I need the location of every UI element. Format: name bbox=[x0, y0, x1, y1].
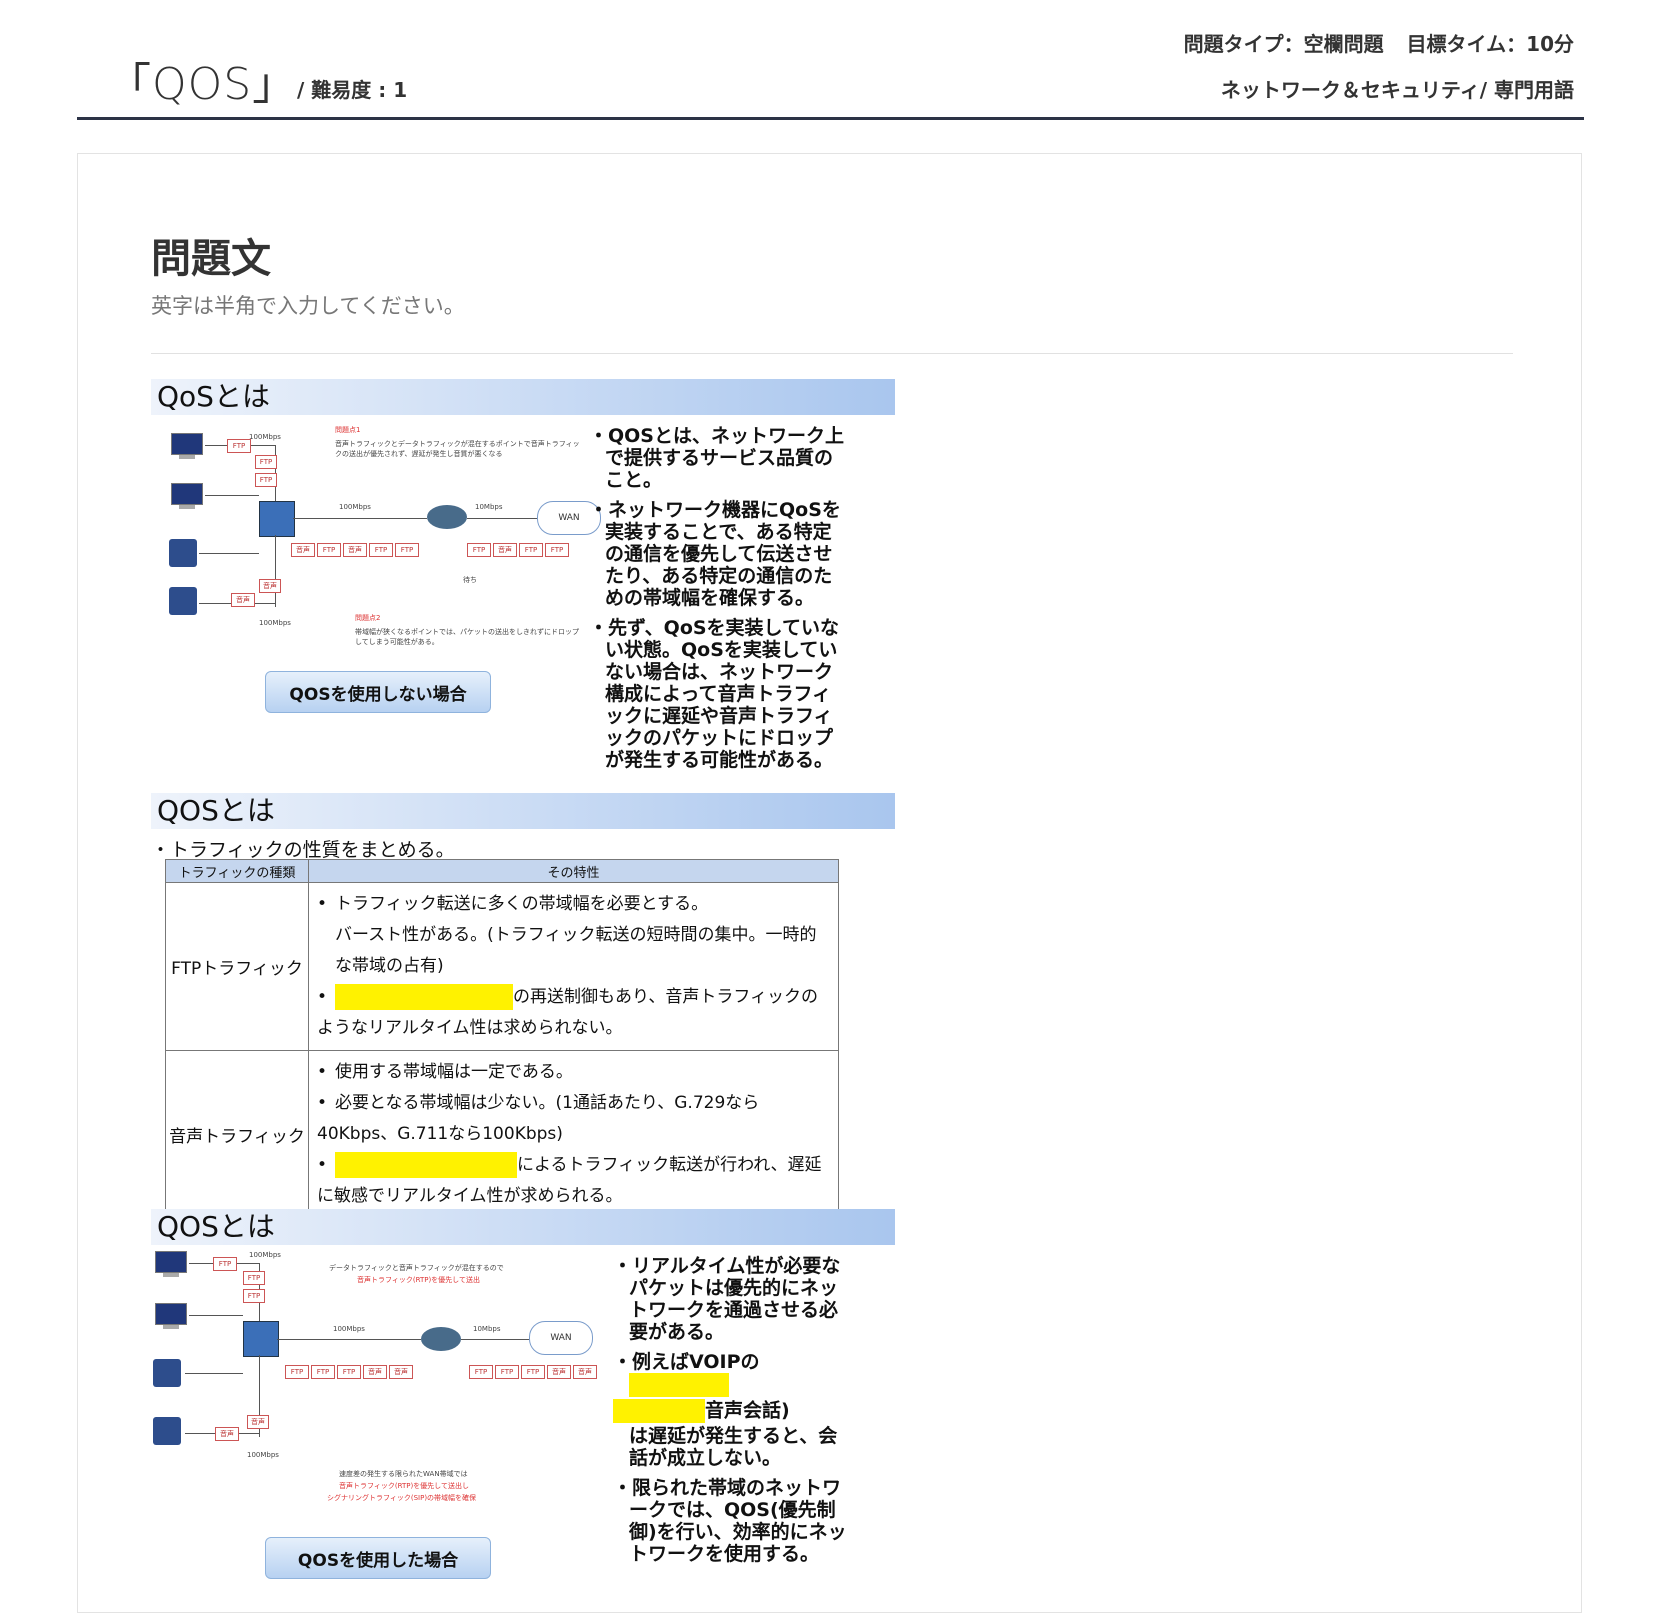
router-icon bbox=[427, 505, 467, 529]
difficulty-label: / 難易度 : 1 bbox=[297, 78, 408, 102]
traffic-category: FTPトラフィック bbox=[165, 882, 309, 1051]
switch-icon bbox=[259, 501, 295, 537]
problem-title: 「QOS」 bbox=[107, 59, 298, 110]
slide-qos-with: QOSとは WAN 100Mbps 100Mbps 10Mbps 100Mbps… bbox=[151, 1209, 895, 1587]
slide-title-band: QoSとは bbox=[151, 379, 895, 415]
traffic-category: 音声トラフィック bbox=[165, 1050, 309, 1219]
qos-without-label: QOSを使用しない場合 bbox=[265, 671, 491, 713]
divider bbox=[151, 353, 1513, 354]
table-row: 音声トラフィック •使用する帯域幅は一定である。 •必要となる帯域幅は少ない。(… bbox=[165, 1050, 839, 1219]
slide-title-band: QOSとは bbox=[151, 793, 895, 829]
traffic-description: •トラフィック転送に多くの帯域幅を必要とする。 バースト性がある。(トラフィック… bbox=[308, 882, 839, 1051]
network-diagram: WAN 100Mbps 100Mbps 10Mbps 100Mbps FTP F… bbox=[151, 1245, 895, 1587]
blank-answer-1[interactable] bbox=[335, 984, 513, 1010]
target-time: 目標タイム：10分 bbox=[1406, 32, 1574, 56]
question-note: 英字は半角で入力してください。 bbox=[151, 294, 465, 318]
question-type: 問題タイプ：空欄問題 bbox=[1183, 32, 1384, 56]
network-diagram: WAN 100Mbps 100Mbps 10Mbps 100Mbps FTP F… bbox=[151, 415, 895, 771]
slide-qos-without: QoSとは WAN 100Mbps 100Mbps 10Mbps 100Mbps… bbox=[151, 379, 895, 771]
slide1-bullets: ・QOSとは、ネットワーク上で提供するサービス品質のこと。 ・ネットワーク機器に… bbox=[589, 425, 844, 771]
issue2-text: 帯域幅が狭くなるポイントでは、パケットの送出をしきれずにドロップしてしまう可能性… bbox=[355, 628, 579, 646]
ip-phone-icon bbox=[153, 1417, 181, 1445]
table-header: トラフィックの種類 bbox=[165, 859, 309, 883]
router-icon bbox=[421, 1327, 461, 1351]
slide-title-band: QOSとは bbox=[151, 1209, 895, 1245]
blank-answer-2[interactable] bbox=[335, 1152, 517, 1178]
pc-icon bbox=[155, 1251, 187, 1277]
slide-title: QoSとは bbox=[157, 380, 270, 413]
slide3-bullets: ・リアルタイム性が必要なパケットは優先的にネットワークを通過させる必要がある。 … bbox=[613, 1255, 847, 1565]
ip-phone-icon bbox=[169, 587, 197, 615]
pc-icon bbox=[171, 433, 203, 459]
slide-traffic-table: QOSとは ・トラフィックの性質をまとめる。 トラフィックの種類 その特性 FT… bbox=[151, 793, 895, 1219]
wan-cloud: WAN bbox=[537, 501, 601, 535]
blank-answer-3[interactable] bbox=[629, 1373, 729, 1397]
pc-icon bbox=[171, 483, 203, 509]
category-label: ネットワーク＆セキュリティ/ 専門用語 bbox=[1220, 78, 1574, 102]
slide-title: QOSとは bbox=[157, 794, 275, 827]
problem-meta: 問題タイプ：空欄問題 目標タイム：10分 bbox=[1168, 28, 1574, 57]
question-card: 問題文 英字は半角で入力してください。 QoSとは WAN 100Mbps 10… bbox=[77, 153, 1582, 1613]
traffic-description: •使用する帯域幅は一定である。 •必要となる帯域幅は少ない。(1通話あたり、G.… bbox=[308, 1050, 839, 1219]
slide2-intro: ・トラフィックの性質をまとめる。 bbox=[151, 839, 455, 861]
traffic-table: トラフィックの種類 その特性 FTPトラフィック •トラフィック転送に多くの帯域… bbox=[165, 859, 839, 1219]
blank-answer-3-cont[interactable] bbox=[613, 1399, 705, 1423]
table-header: その特性 bbox=[308, 859, 839, 883]
issue1-title: 問題点1 bbox=[335, 426, 361, 434]
ip-phone-icon bbox=[169, 539, 197, 567]
wan-cloud: WAN bbox=[529, 1321, 593, 1355]
pc-icon bbox=[155, 1303, 187, 1329]
slide-title: QOSとは bbox=[157, 1210, 275, 1243]
table-row: FTPトラフィック •トラフィック転送に多くの帯域幅を必要とする。 バースト性が… bbox=[165, 882, 839, 1051]
page-header: 「QOS」 / 難易度 : 1 問題タイプ：空欄問題 目標タイム：10分 ネット… bbox=[77, 0, 1584, 120]
question-heading: 問題文 bbox=[151, 236, 271, 282]
issue2-title: 問題点2 bbox=[355, 614, 381, 622]
qos-with-label: QOSを使用した場合 bbox=[265, 1537, 491, 1579]
issue1-text: 音声トラフィックとデータトラフィックが混在するポイントで音声トラフィックの送出が… bbox=[335, 440, 580, 458]
ip-phone-icon bbox=[153, 1359, 181, 1387]
switch-icon bbox=[243, 1321, 279, 1357]
